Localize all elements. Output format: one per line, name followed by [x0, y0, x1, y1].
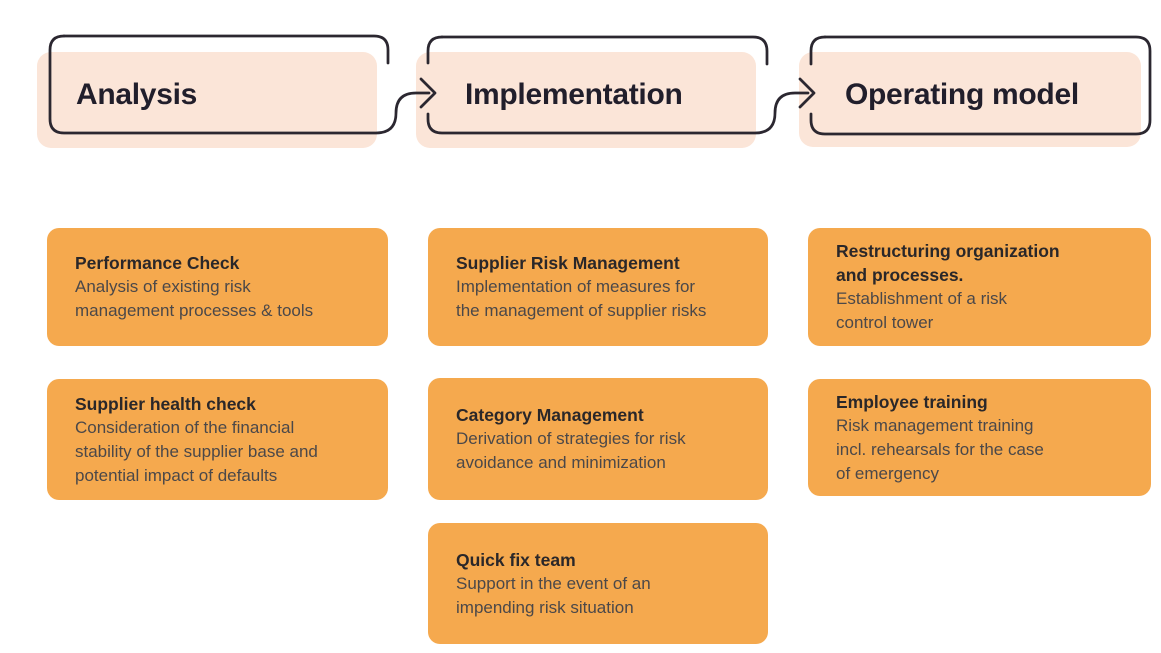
card-title: Supplier health check — [75, 393, 256, 414]
card-category-management: Category Management Derivation of strate… — [428, 378, 768, 500]
phase-3-outline-box — [809, 35, 1152, 136]
card-body: Consideration of the financial stability… — [75, 417, 318, 485]
analysis-card-column: Performance Check Analysis of existing r… — [47, 228, 388, 500]
card-body: Implementation of measures for the manag… — [456, 277, 707, 320]
card-body: Analysis of existing risk management pro… — [75, 277, 314, 320]
card-title: Quick fix team — [456, 549, 576, 570]
card-supplier-risk-management: Supplier Risk Management Implementation … — [428, 228, 768, 346]
operating-model-card-column: Restructuring organization and processes… — [808, 228, 1151, 496]
card-body: Derivation of strategies for risk avoida… — [456, 429, 686, 472]
phase-1-outline-box — [48, 34, 431, 135]
phase-2-label: Implementation — [465, 78, 683, 111]
card-quick-fix-team: Quick fix team Support in the event of a… — [428, 523, 768, 644]
phase-header-band: Analysis Implementation Operating model — [37, 34, 1152, 148]
phase-1-peach-block — [37, 52, 377, 148]
phase-3-label: Operating model — [845, 78, 1079, 111]
card-restructuring-organization: Restructuring organization and processes… — [808, 228, 1151, 346]
implementation-card-column: Supplier Risk Management Implementation … — [428, 228, 768, 644]
card-body: Support in the event of an impending ris… — [456, 573, 651, 617]
card-body: Risk management training incl. rehearsal… — [836, 415, 1044, 483]
phase-2-peach-block — [416, 52, 756, 148]
phase-1-label: Analysis — [76, 78, 197, 111]
card-title: Supplier Risk Management — [456, 253, 680, 273]
card-body: Establishment of a risk control tower — [836, 289, 1008, 332]
card-title: Employee training — [836, 391, 988, 412]
card-title: Category Management — [456, 405, 644, 425]
flow-arrow-icon — [419, 77, 437, 109]
phase-2-outline-box — [426, 35, 810, 135]
card-title: Restructuring organization and processes… — [836, 241, 1060, 285]
card-supplier-health-check: Supplier health check Consideration of t… — [47, 379, 388, 500]
phase-3-peach-block — [799, 52, 1141, 147]
card-performance-check: Performance Check Analysis of existing r… — [47, 228, 388, 346]
card-employee-training: Employee training Risk management traini… — [808, 379, 1151, 496]
card-title: Performance Check — [75, 253, 240, 273]
flow-arrow-icon — [798, 77, 816, 109]
